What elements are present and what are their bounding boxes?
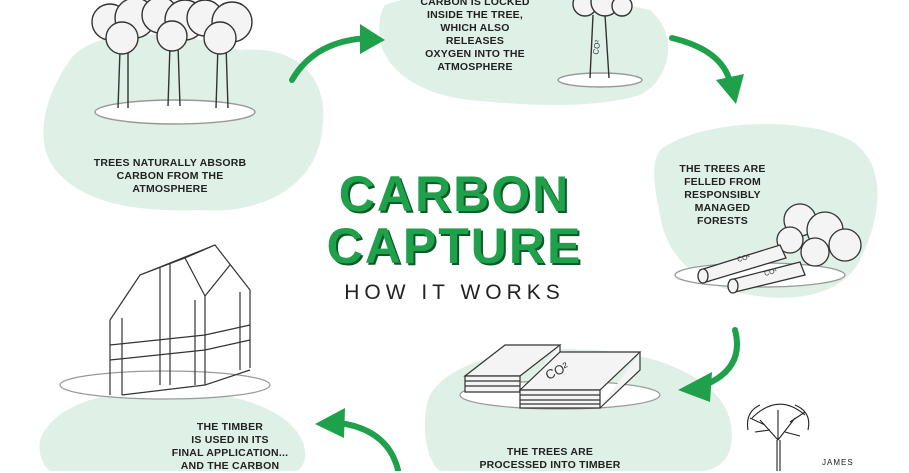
- step-4-caption: THE TREES ARE PROCESSED INTO TIMBER: [479, 446, 621, 471]
- step-2-caption: CARBON IS LOCKED INSIDE THE TREE, WHICH …: [420, 0, 530, 73]
- arrow-step4-to-step5: [315, 408, 401, 471]
- felled-trees-illustration: CO² CO²: [674, 203, 862, 294]
- cycle-arrows: [289, 24, 744, 471]
- subtitle: HOW IT WORKS: [344, 281, 565, 304]
- step-5-caption: THE TIMBER IS USED IN ITS FINAL APPLICAT…: [171, 421, 289, 472]
- title-line-2: CAPTURE: [326, 218, 583, 274]
- co2-label-log-1: CO²: [737, 253, 752, 263]
- single-tree-illustration: CO²: [557, 0, 643, 88]
- arrow-step1-to-step2: [289, 24, 385, 83]
- brand-tree-logo: [746, 403, 810, 471]
- timber-frame-illustration: [59, 244, 271, 400]
- step-1-caption: TREES NATURALLY ABSORB CARBON FROM THE A…: [93, 157, 247, 195]
- step-3-caption: THE TREES ARE FELLED FROM RESPONSIBLY MA…: [679, 163, 766, 227]
- title-line-1: CARBON: [338, 166, 571, 222]
- co2-label-log-2: CO²: [764, 267, 779, 277]
- arrow-step3-to-step4: [678, 327, 740, 402]
- co2-label-tree: CO²: [591, 39, 602, 55]
- timber-planks-illustration: CO²: [459, 344, 661, 410]
- brand-name: JAMES: [822, 458, 854, 467]
- trees-illustration: [91, 0, 256, 125]
- arrow-step2-to-step3: [669, 35, 744, 104]
- blob-step-5: [39, 390, 306, 471]
